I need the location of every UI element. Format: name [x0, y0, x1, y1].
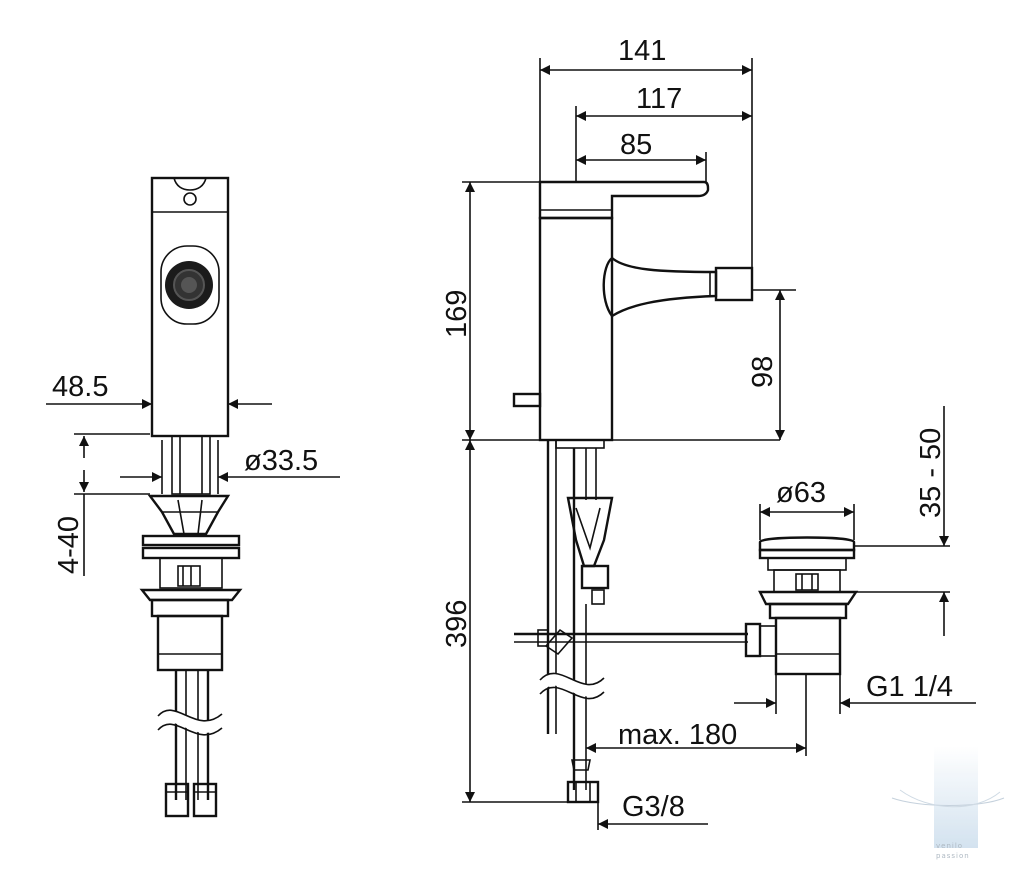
waste-body — [156, 614, 224, 672]
dim-side-depth: 4-40 — [53, 516, 85, 574]
rod-connector — [744, 622, 762, 658]
spout — [602, 256, 718, 318]
waste-body-top — [159, 557, 223, 589]
watermark-text-1: venilo — [936, 842, 963, 850]
dim-side-width: 48.5 — [52, 371, 108, 403]
watermark-text-2: passion — [936, 852, 970, 860]
mounting-stem — [171, 435, 211, 495]
mounting-nut — [147, 494, 231, 536]
dim-height-spout: 98 — [747, 356, 779, 388]
side-view: 48.5 ø33.5 4-40 — [46, 176, 340, 818]
dim-pop-up: 35 - 50 — [915, 428, 947, 518]
hose-nut-right — [192, 782, 218, 818]
outlet-window — [160, 245, 220, 325]
waste-plug — [758, 536, 856, 552]
waste-flange — [139, 588, 243, 602]
waste-body-front — [774, 616, 842, 676]
dim-thread-hose: G3/8 — [622, 791, 685, 823]
spout-head — [714, 266, 754, 302]
pop-up-knob — [512, 392, 542, 408]
dim-thread-waste: G1 1/4 — [866, 671, 953, 703]
dim-width-total: 141 — [618, 35, 666, 67]
mixer-body-front — [538, 216, 614, 442]
front-view: 141 117 85 169 98 396 — [441, 35, 976, 830]
dim-max-length: max. 180 — [618, 719, 737, 751]
watermark-logo: venilo passion — [891, 746, 1005, 860]
mixer-lever — [538, 180, 710, 220]
dim-height-top: 169 — [441, 290, 473, 338]
dim-waste-diameter: ø63 — [776, 477, 826, 509]
lever-tip — [173, 177, 207, 191]
washer-top — [141, 534, 241, 547]
hose-connector — [566, 780, 600, 804]
dim-width-short: 85 — [620, 129, 652, 161]
dim-side-diameter: ø33.5 — [244, 445, 318, 477]
hose-nut-left — [164, 782, 190, 818]
dim-width-mid: 117 — [636, 83, 682, 115]
dim-height-bottom: 396 — [441, 600, 473, 648]
